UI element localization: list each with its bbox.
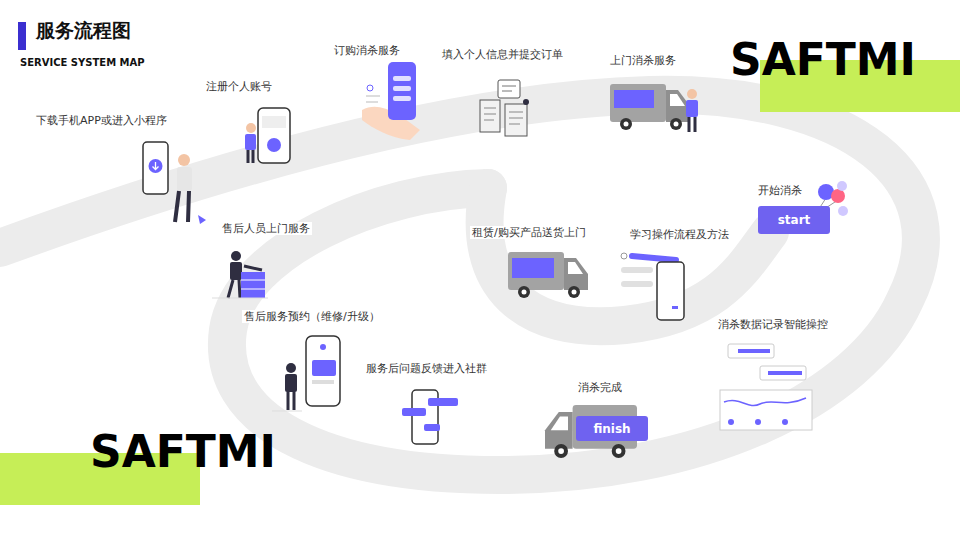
step-label: 消杀完成 <box>576 381 624 394</box>
step-label: 订购消杀服务 <box>332 44 402 57</box>
step-label: 消杀数据记录智能操控 <box>716 318 830 331</box>
finish-panel: finish <box>576 416 648 441</box>
step-label: 开始消杀 <box>756 184 804 197</box>
step-label: 学习操作流程及方法 <box>628 228 731 241</box>
subtitle: SERVICE SYSTEM MAP <box>18 57 147 69</box>
step-label: 服务后问题反馈进入社群 <box>364 362 489 375</box>
step-label: 售后服务预约（维修/升级） <box>242 310 382 323</box>
start-button: start <box>758 206 830 234</box>
node-text: finish <box>593 422 630 436</box>
step-label: 上门消杀服务 <box>608 54 678 67</box>
node-text: start <box>778 213 811 227</box>
step-label: 注册个人账号 <box>204 80 274 93</box>
step-label: 填入个人信息并提交订单 <box>440 48 565 61</box>
brand-watermark: SAFTMI <box>728 34 918 87</box>
brand-watermark: SAFTMI <box>88 426 278 479</box>
step-label: 下载手机APP或进入小程序 <box>34 114 169 127</box>
step-label: 租赁/购买产品送货上门 <box>470 226 588 239</box>
step-label: 售后人员上门服务 <box>220 222 312 235</box>
page-title: 服务流程图 <box>36 19 131 42</box>
